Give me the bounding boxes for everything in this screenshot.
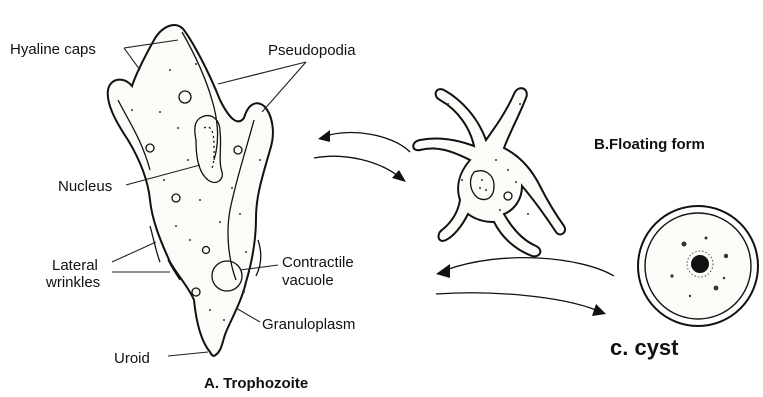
caption-cyst: c. cyst bbox=[610, 336, 679, 360]
label-uroid: Uroid bbox=[114, 350, 150, 367]
label-granuloplasm: Granuloplasm bbox=[262, 316, 355, 333]
label-nucleus: Nucleus bbox=[58, 178, 112, 195]
cyst-drawing bbox=[638, 206, 758, 326]
label-wrinkles: wrinkles bbox=[46, 274, 100, 291]
label-lateral: Lateral bbox=[52, 257, 98, 274]
label-vacuole: vacuole bbox=[282, 272, 334, 289]
label-pseudopodia: Pseudopodia bbox=[268, 42, 356, 59]
caption-floating-form: B.Floating form bbox=[594, 136, 705, 153]
floating-form-drawing bbox=[413, 88, 565, 256]
trophozoite-drawing bbox=[108, 25, 273, 356]
label-hyaline-caps: Hyaline caps bbox=[10, 41, 96, 58]
caption-trophozoite: A. Trophozoite bbox=[204, 375, 308, 392]
label-contractile: Contractile bbox=[282, 254, 354, 271]
